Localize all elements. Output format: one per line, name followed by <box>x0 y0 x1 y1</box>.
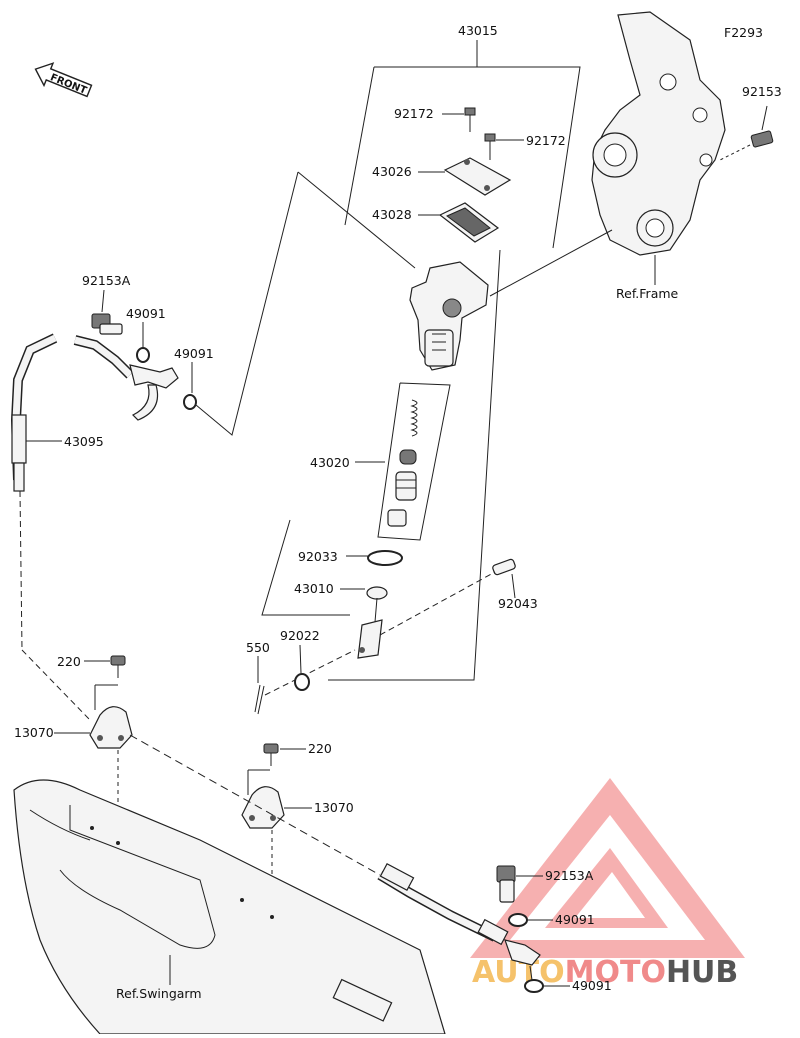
label-43026: 43026 <box>372 164 412 179</box>
watermark-hub: HUB <box>666 955 738 990</box>
frame-part <box>591 11 726 285</box>
washer-49091-a-icon <box>136 322 150 363</box>
label-92153a-bottom: 92153A <box>545 868 594 883</box>
label-49091-b: 49091 <box>174 346 214 361</box>
label-43028: 43028 <box>372 207 412 222</box>
label-92153a-top: 92153A <box>82 273 131 288</box>
screw-92172-a-icon <box>442 107 476 132</box>
label-49091-d: 49091 <box>572 978 612 993</box>
hose-lower-end <box>377 862 541 966</box>
bracket-43015 <box>189 40 581 681</box>
label-13070-b: 13070 <box>314 800 354 815</box>
label-92153: 92153 <box>742 84 782 99</box>
label-ref-frame: Ref.Frame <box>616 286 679 301</box>
label-92033: 92033 <box>298 549 338 564</box>
label-92022: 92022 <box>280 628 320 643</box>
master-cylinder-body <box>409 229 613 371</box>
label-13070-a: 13070 <box>14 725 54 740</box>
label-43010: 43010 <box>294 581 334 596</box>
washer-49091-c-icon <box>508 913 553 927</box>
piston-kit-43020 <box>355 382 451 541</box>
snap-ring-92033-icon <box>346 550 403 566</box>
label-220-b: 220 <box>308 741 332 756</box>
label-220-a: 220 <box>57 654 81 669</box>
label-43095: 43095 <box>64 434 104 449</box>
label-49091-a: 49091 <box>126 306 166 321</box>
bolt-220-a-icon <box>84 655 126 678</box>
pin-92043-icon <box>264 558 516 696</box>
washer-49091-b-icon <box>183 362 197 410</box>
hose-43095 <box>10 333 179 721</box>
label-92043: 92043 <box>498 596 538 611</box>
label-92172-b: 92172 <box>526 133 566 148</box>
label-49091-c: 49091 <box>555 912 595 927</box>
watermark-moto: MOTO <box>565 955 666 990</box>
bolt-220-b-icon <box>263 743 306 766</box>
washer-49091-d-icon <box>524 965 570 993</box>
clamp-13070-b-icon <box>241 769 312 915</box>
bolt-92153-icon <box>719 105 774 161</box>
label-550: 550 <box>246 640 270 655</box>
label-92172-a: 92172 <box>394 106 434 121</box>
swingarm-part <box>13 779 446 1035</box>
front-arrow-icon: FRONT <box>34 62 93 98</box>
watermark-logo-icon <box>470 778 745 958</box>
cap-43026-icon <box>418 157 512 196</box>
banjo-bolt-92153a-top-icon <box>91 289 123 335</box>
diaphragm-43028-icon <box>418 202 500 243</box>
washer-92022-icon <box>294 644 310 691</box>
figure-code: F2293 <box>724 25 763 40</box>
push-rod-43010-icon <box>340 586 388 659</box>
banjo-bolt-92153a-bottom-icon <box>496 865 543 903</box>
cotter-pin-550-icon <box>254 656 265 715</box>
label-ref-swingarm: Ref.Swingarm <box>116 986 202 1001</box>
label-43020: 43020 <box>310 455 350 470</box>
label-43015: 43015 <box>458 23 498 38</box>
screw-92172-b-icon <box>484 133 524 160</box>
